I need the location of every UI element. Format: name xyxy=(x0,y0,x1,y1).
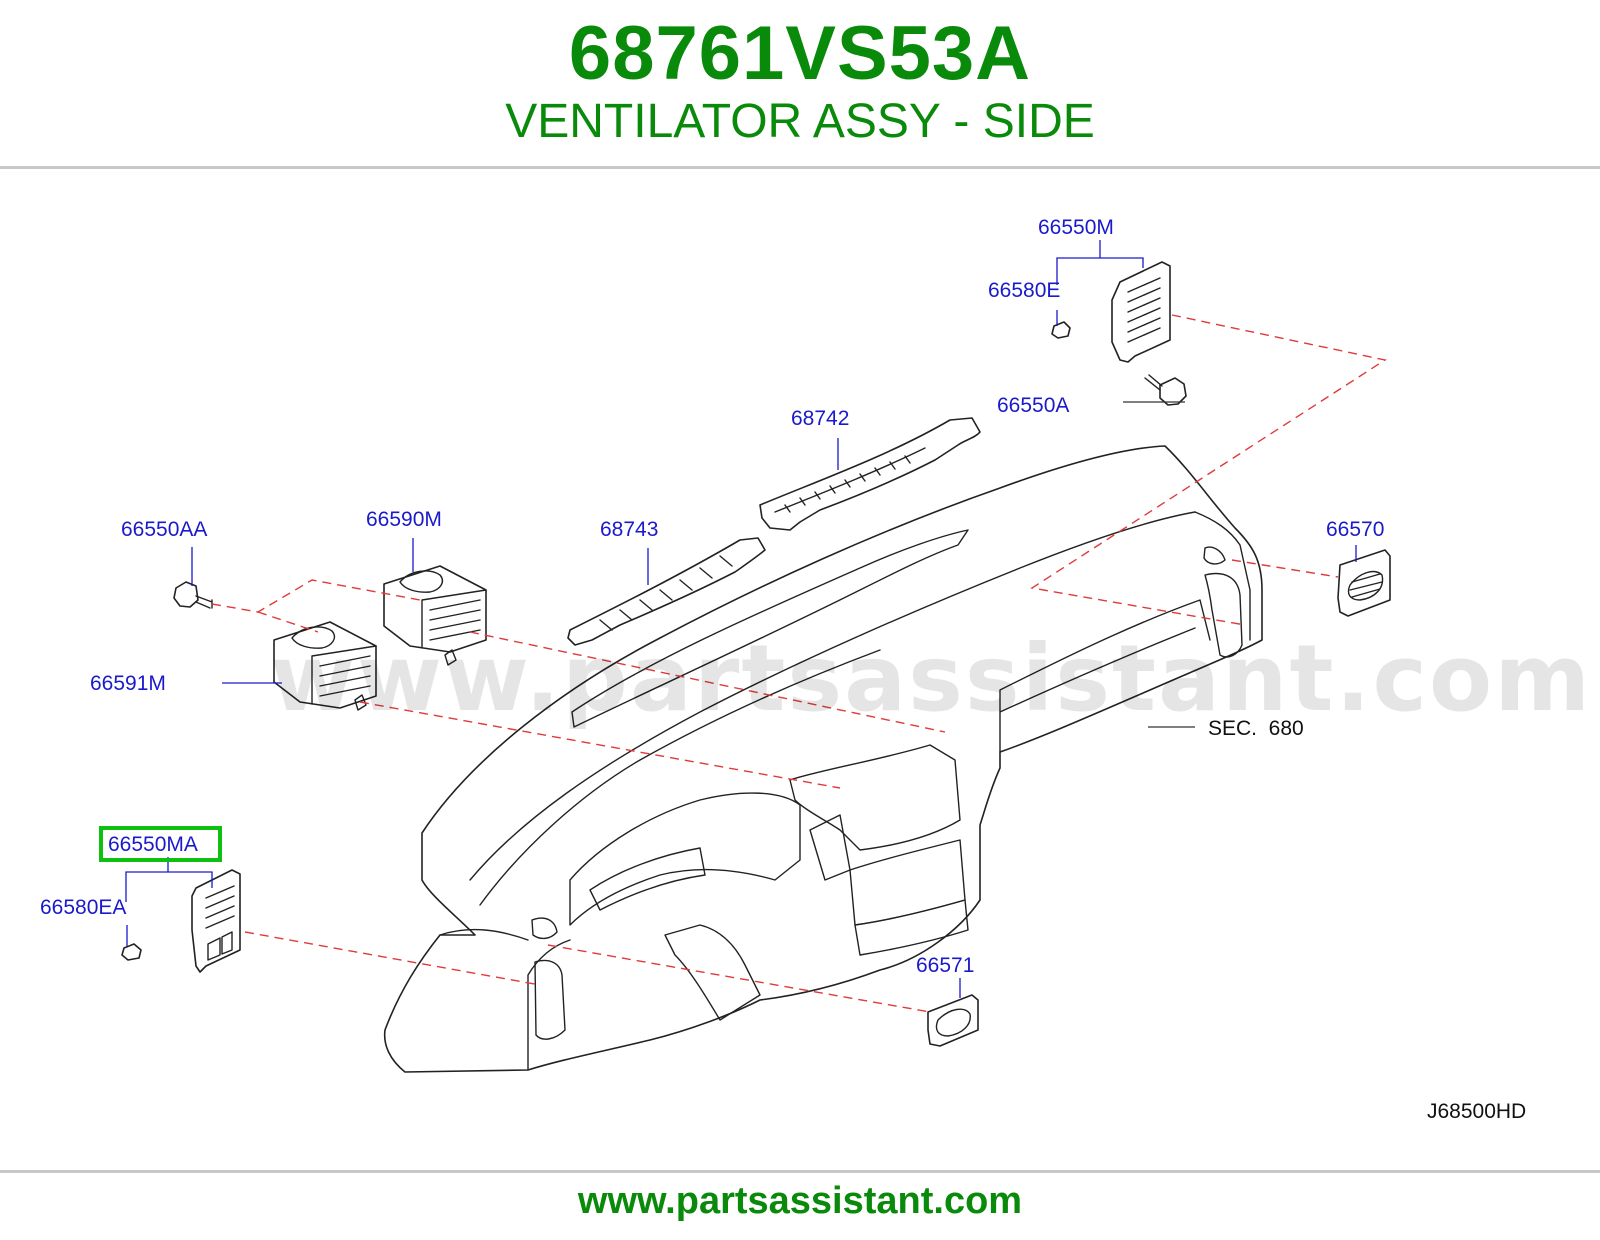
callout-66550M[interactable]: 66550M xyxy=(1038,216,1114,239)
right-side-hole xyxy=(1203,546,1226,565)
dash-66591M-route xyxy=(359,701,841,789)
footer-url[interactable]: www.partsassistant.com xyxy=(577,1180,1023,1222)
highlight-box-66550MA xyxy=(99,826,222,862)
dash-66590M-route xyxy=(469,631,946,733)
dashboard-top-edge xyxy=(469,511,1196,881)
part-66550AA-screw[interactable] xyxy=(173,581,213,609)
vent-66570-slats xyxy=(1349,573,1383,598)
vent-66590M-louvers xyxy=(429,599,481,641)
top-divider xyxy=(0,166,1600,169)
right-vent-opening xyxy=(1204,572,1243,658)
dash-66570-route xyxy=(1231,559,1339,578)
vent-66590M-knob xyxy=(399,570,444,593)
part-66590M-center-ventilator[interactable] xyxy=(383,565,487,666)
vent-66550MA-buttons xyxy=(207,931,233,961)
callout-66590M[interactable]: 66590M xyxy=(366,508,442,531)
vent-66550M-louvers xyxy=(1127,277,1161,343)
vent-66591M-knob xyxy=(291,626,336,649)
dash-screw-route xyxy=(211,579,421,613)
header: 68761VS53A VENTILATOR ASSY - SIDE xyxy=(0,0,1600,168)
callout-66570[interactable]: 66570 xyxy=(1326,518,1384,541)
dash-screw-branch xyxy=(257,611,319,633)
clip-66580E xyxy=(1051,321,1071,339)
leader-lines xyxy=(125,240,1357,998)
left-vent-opening xyxy=(534,959,566,1040)
vent-66591M-louvers xyxy=(319,655,371,697)
dashboard-right-cap xyxy=(1194,511,1251,641)
instrument-cluster-opening xyxy=(569,792,801,926)
steering-column-cutout xyxy=(664,924,761,1021)
assembly-dashed-lines xyxy=(211,314,1387,1013)
bottom-divider xyxy=(0,1170,1600,1173)
dash-66571-route xyxy=(547,944,931,1013)
vent-66571-grille xyxy=(935,1008,971,1037)
part-68742-defroster-grille[interactable] xyxy=(759,417,981,531)
center-console-upper xyxy=(789,744,961,851)
side-defroster-body xyxy=(567,537,766,646)
leader-66550MA-bracket xyxy=(125,871,213,902)
part-66571-side-vent-grille[interactable] xyxy=(927,994,979,1047)
callout-68743[interactable]: 68743 xyxy=(600,518,658,541)
callout-66580E[interactable]: 66580E xyxy=(988,279,1060,302)
vent-66590M-edges xyxy=(421,589,487,649)
vent-66590M-tab xyxy=(444,649,457,666)
part-66580E-clip[interactable] xyxy=(1051,321,1071,339)
dash-66550M-route xyxy=(1030,314,1387,626)
clip-66580EA xyxy=(121,943,142,961)
diagram-code: J68500HD xyxy=(1427,1100,1526,1123)
vent-66571-body xyxy=(927,994,979,1047)
vent-66550MA-body xyxy=(191,869,241,973)
part-number-title: 68761VS53A xyxy=(568,11,1032,96)
defroster-grille-slats xyxy=(774,447,926,513)
callout-66580EA[interactable]: 66580EA xyxy=(40,896,126,919)
vent-66591M-edges xyxy=(311,645,377,705)
callout-66550AA[interactable]: 66550AA xyxy=(121,518,207,541)
cluster-inner xyxy=(589,847,706,911)
part-66580EA-clip[interactable] xyxy=(121,943,142,961)
screw-66550A-head xyxy=(1159,377,1187,406)
glovebox-line xyxy=(999,627,1196,713)
callout-68742[interactable]: 68742 xyxy=(791,407,849,430)
left-lower-edge xyxy=(439,928,529,941)
part-66591M-center-ventilator[interactable] xyxy=(273,621,377,711)
defroster-slot xyxy=(571,529,969,728)
side-defroster-ribs xyxy=(599,555,733,631)
hvac-bay xyxy=(854,899,969,956)
vent-66550M-body xyxy=(1111,261,1171,363)
callout-66550A[interactable]: 66550A xyxy=(997,394,1069,417)
screw-66550A-shank xyxy=(1144,374,1163,391)
vent-66550MA-louvers xyxy=(205,885,235,929)
vent-66591M-tab xyxy=(354,694,367,711)
callout-66571[interactable]: 66571 xyxy=(916,954,974,977)
dash-66550MA-route xyxy=(244,931,541,986)
vent-66570-body xyxy=(1337,549,1391,617)
part-68743-defroster-grille[interactable] xyxy=(567,537,766,646)
part-66550A-screw[interactable] xyxy=(1144,374,1187,406)
defroster-grille-body xyxy=(759,417,981,531)
part-name-subtitle: VENTILATOR ASSY - SIDE xyxy=(505,95,1095,148)
part-66550MA-side-ventilator[interactable] xyxy=(191,869,241,973)
callout-66550MA[interactable]: 66550MA xyxy=(108,833,198,856)
part-66550M-side-ventilator[interactable] xyxy=(1111,261,1171,363)
callout-sec-680[interactable]: SEC. 680 xyxy=(1208,717,1304,740)
left-side-hole xyxy=(531,917,558,940)
vent-66570-grille xyxy=(1347,570,1384,601)
part-66570-side-vent-grille[interactable] xyxy=(1337,549,1391,617)
watermark-text: www.partsassistant.com xyxy=(270,625,1592,732)
callout-66591M[interactable]: 66591M xyxy=(90,672,166,695)
glovebox-face xyxy=(999,599,1211,753)
screw-66550AA-head xyxy=(173,581,199,608)
dashboard-crease xyxy=(479,649,881,906)
dashboard-panel xyxy=(383,445,1263,1073)
dashboard-body xyxy=(383,445,1263,1073)
left-end-edge xyxy=(527,939,571,1071)
defroster-grille-ribs xyxy=(784,455,911,513)
